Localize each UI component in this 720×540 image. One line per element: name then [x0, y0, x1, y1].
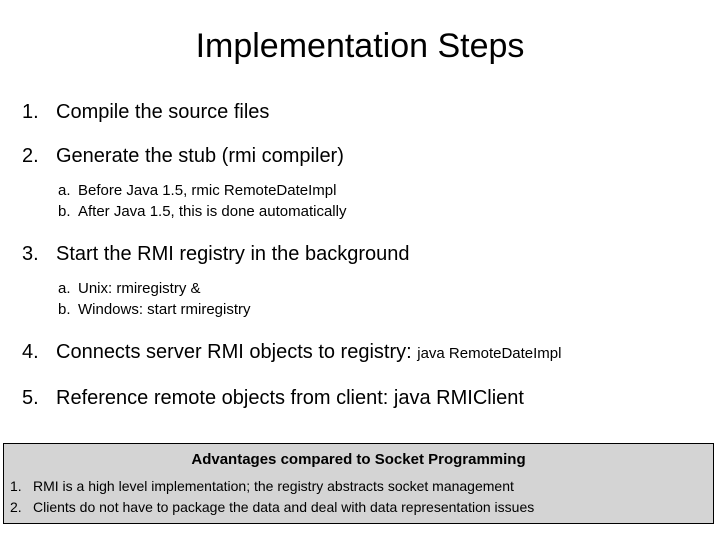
- list-item-marker: 4.: [22, 341, 39, 363]
- sub-list-item-label: Before Java 1.5, rmic RemoteDateImpl: [78, 182, 337, 199]
- list-item-marker: 2.: [22, 145, 39, 167]
- advantages-list-item-marker: 2.: [10, 499, 22, 515]
- sub-list-item-marker: a.: [58, 280, 71, 297]
- implementation-steps-list: 1. Compile the source files 2. Generate …: [0, 100, 720, 430]
- advantages-box-heading: Advantages compared to Socket Programmin…: [191, 451, 526, 468]
- list-item-label: Connects server RMI objects to registry:: [56, 341, 412, 363]
- sub-list-item: b. Windows: start rmiregistry: [0, 299, 720, 320]
- sub-list-item: a. Before Java 1.5, rmic RemoteDateImpl: [0, 180, 720, 201]
- sub-list-item-marker: a.: [58, 182, 71, 199]
- sub-list-item-marker: b.: [58, 203, 71, 220]
- list-item-label: Reference remote objects from client: ja…: [56, 387, 524, 409]
- list-item-command: java RemoteDateImpl: [417, 345, 562, 362]
- sub-list: a. Unix: rmiregistry & b. Windows: start…: [0, 278, 720, 320]
- list-item: 2. Generate the stub (rmi compiler): [0, 144, 720, 168]
- advantages-list-item-marker: 1.: [10, 478, 22, 494]
- advantages-list-item-label: Clients do not have to package the data …: [33, 499, 535, 515]
- list-item-marker: 3.: [22, 243, 39, 265]
- list-item-label: Start the RMI registry in the background: [56, 243, 410, 265]
- list-item-label: Generate the stub (rmi compiler): [56, 145, 344, 167]
- advantages-box: Advantages compared to Socket Programmin…: [3, 443, 714, 524]
- list-item-marker: 5.: [22, 387, 39, 409]
- page-title: Implementation Steps: [195, 27, 525, 65]
- sub-list-item-marker: b.: [58, 301, 71, 318]
- list-item-marker: 1.: [22, 101, 39, 123]
- advantages-list-item-label: RMI is a high level implementation; the …: [33, 478, 514, 494]
- sub-list-item-label: Windows: start rmiregistry: [78, 301, 251, 318]
- sub-list-item: a. Unix: rmiregistry &: [0, 278, 720, 299]
- advantages-list-item: 2. Clients do not have to package the da…: [4, 497, 713, 518]
- sub-list: a. Before Java 1.5, rmic RemoteDateImpl …: [0, 180, 720, 222]
- list-item: 4. Connects server RMI objects to regist…: [0, 340, 720, 366]
- list-item: 3. Start the RMI registry in the backgro…: [0, 242, 720, 266]
- sub-list-item-label: After Java 1.5, this is done automatical…: [78, 203, 347, 220]
- sub-list-item-label: Unix: rmiregistry &: [78, 280, 201, 297]
- list-item-label: Compile the source files: [56, 101, 270, 123]
- advantages-list-item: 1. RMI is a high level implementation; t…: [4, 476, 713, 497]
- sub-list-item: b. After Java 1.5, this is done automati…: [0, 201, 720, 222]
- list-item: 1. Compile the source files: [0, 100, 720, 124]
- advantages-list: 1. RMI is a high level implementation; t…: [4, 476, 713, 518]
- list-item: 5. Reference remote objects from client:…: [0, 386, 720, 410]
